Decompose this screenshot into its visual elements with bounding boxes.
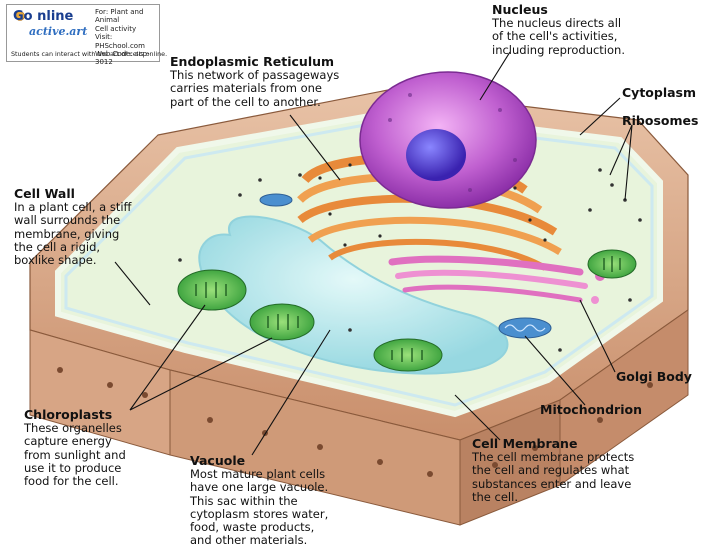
label-line: In a plant cell, a stiff [14,200,132,214]
label-line: These organelles [24,421,122,435]
nucleus [359,71,537,209]
label-line: the cell and regulates what [472,463,630,478]
mitochondrion [259,193,552,339]
label-title: Mitochondrion [540,402,642,417]
label-line: membrane, giving [14,226,120,241]
label-line: wall surrounds the [14,213,121,228]
label-title: Cell Wall [14,186,75,201]
leader-lines [114,51,633,456]
label-line: cytoplasm stores water, [190,506,329,521]
label-ribosomes: Ribosomes [622,114,698,128]
ribosomes [178,168,642,352]
label-line: food for the cell. [24,474,119,489]
chloroplasts [177,249,637,372]
label-cell-membrane: Cell Membrane The cell membrane protects… [472,437,634,504]
label-vacuole: Vacuole Most mature plant cells have one… [190,454,328,548]
label-line: use it to produce [24,460,122,475]
label-title: Chloroplasts [24,407,113,422]
badge-logo-line2: active.art [29,25,88,38]
label-title: Nucleus [492,2,548,17]
label-line: the cell a rigid, [14,239,101,254]
cell-membrane [64,118,654,407]
label-line: This network of passageways [170,68,340,82]
badge-info-line: Cell activity [95,24,137,33]
label-endoplasmic-reticulum: Endoplasmic Reticulum This network of pa… [170,55,339,109]
label-line: including reproduction. [492,42,625,57]
label-title: Ribosomes [622,113,699,128]
label-line: of the cell's activities, [492,29,618,44]
label-cell-wall: Cell Wall In a plant cell, a stiff wall … [14,187,131,267]
label-line: from sunlight and [24,447,126,462]
label-cytoplasm: Cytoplasm [622,86,696,100]
label-golgi-body: Golgi Body [616,370,692,384]
badge-info-line: Visit: PHSchool.com [95,33,145,50]
label-line: capture energy [24,434,112,449]
badge-logo-line1: Go nline [13,9,74,24]
badge-footer: Students can interact with the art of ce… [11,50,168,58]
badge-info: For: Plant and Animal Cell activity Visi… [95,8,159,67]
label-nucleus: Nucleus The nucleus directs all of the c… [492,3,625,57]
label-title: Cell Membrane [472,436,578,451]
label-line: This sac within the [190,493,298,508]
go-online-badge[interactable]: Go nline active.art For: Plant and Anima… [6,4,167,66]
label-line: food, waste products, [190,520,315,535]
label-title: Cytoplasm [622,85,697,100]
label-line: boxlike shape. [14,253,97,268]
label-line: and other materials. [190,533,308,548]
label-line: substances enter and leave [472,476,632,491]
label-line: The nucleus directs all [492,16,622,30]
label-line: The cell membrane protects [472,450,635,464]
label-title: Endoplasmic Reticulum [170,54,335,69]
label-mitochondrion: Mitochondrion [540,403,642,417]
label-line: part of the cell to another. [170,94,321,109]
badge-info-line: For: Plant and Animal [95,8,144,25]
label-line: carries materials from one [170,81,323,96]
badge-info-line: Web Code: scp-3012 [95,50,150,67]
label-title: Golgi Body [616,369,692,384]
label-title: Vacuole [190,453,246,468]
nucleolus [406,129,466,181]
label-chloroplasts: Chloroplasts These organelles capture en… [24,408,126,488]
label-line: have one large vacuole. [190,480,329,495]
label-line: Most mature plant cells [190,467,326,481]
label-line: the cell. [472,489,518,504]
globe-icon [15,11,25,21]
